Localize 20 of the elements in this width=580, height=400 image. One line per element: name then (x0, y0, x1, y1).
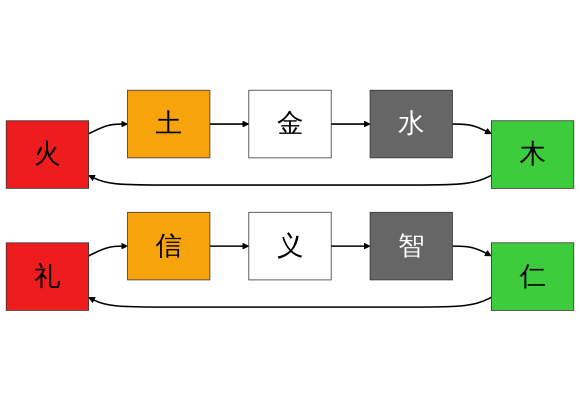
node-box: 仁 (490, 242, 574, 310)
node-box: 金 (248, 90, 332, 158)
node-box: 智 (370, 212, 453, 280)
node-box: 木 (490, 120, 574, 188)
node-box: 礼 (6, 242, 90, 310)
arrow (88, 242, 128, 256)
arrow (331, 120, 370, 128)
node-box: 火 (6, 120, 90, 188)
arrow (331, 242, 370, 250)
arrow (452, 122, 492, 134)
arrow (88, 120, 128, 134)
node-box: 义 (248, 212, 332, 280)
arrow (88, 296, 492, 308)
node-box: 信 (127, 212, 210, 280)
node-box: 土 (127, 90, 210, 158)
arrow (210, 242, 250, 250)
arrow (88, 174, 492, 186)
arrow (452, 245, 492, 256)
arrow (210, 120, 250, 128)
node-box: 水 (370, 90, 453, 158)
